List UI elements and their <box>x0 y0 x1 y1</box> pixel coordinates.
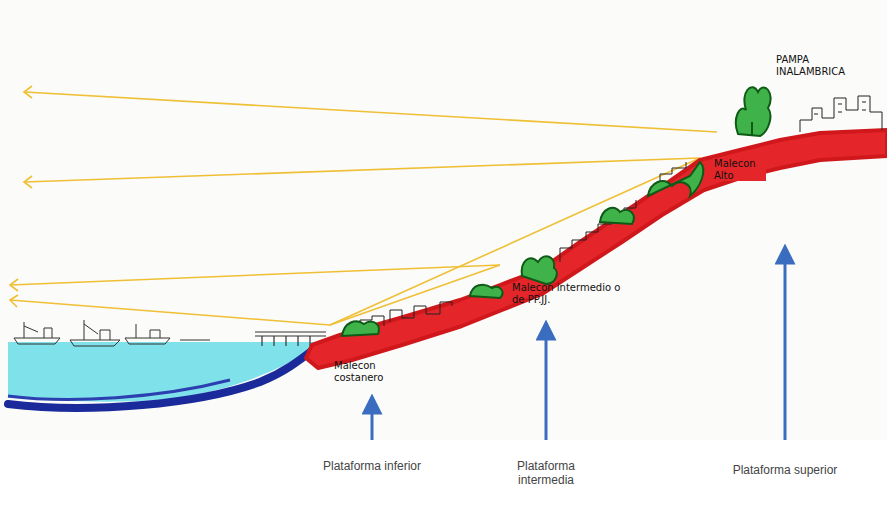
boats <box>14 320 210 346</box>
paper <box>0 0 887 440</box>
promenade-name: Malecon Alto <box>714 158 766 181</box>
platform-label: Plataforma superior <box>730 464 840 478</box>
platform-label: Plataforma inferior <box>317 460 427 474</box>
buildings <box>360 96 882 332</box>
promenade-name: Malecon costanero <box>334 360 404 383</box>
seabed <box>8 346 318 408</box>
vegetation <box>342 87 771 336</box>
promenade-name: Malecon intermedio o de PP.JJ. <box>512 282 630 305</box>
seabed-line <box>8 380 230 399</box>
sight-lines <box>10 86 717 325</box>
platform-label: Plataforma intermedia <box>491 460 601 488</box>
platform-arrows <box>372 254 785 440</box>
slope-band <box>306 130 887 368</box>
place-name: PAMPA INALAMBRICA <box>776 54 880 77</box>
